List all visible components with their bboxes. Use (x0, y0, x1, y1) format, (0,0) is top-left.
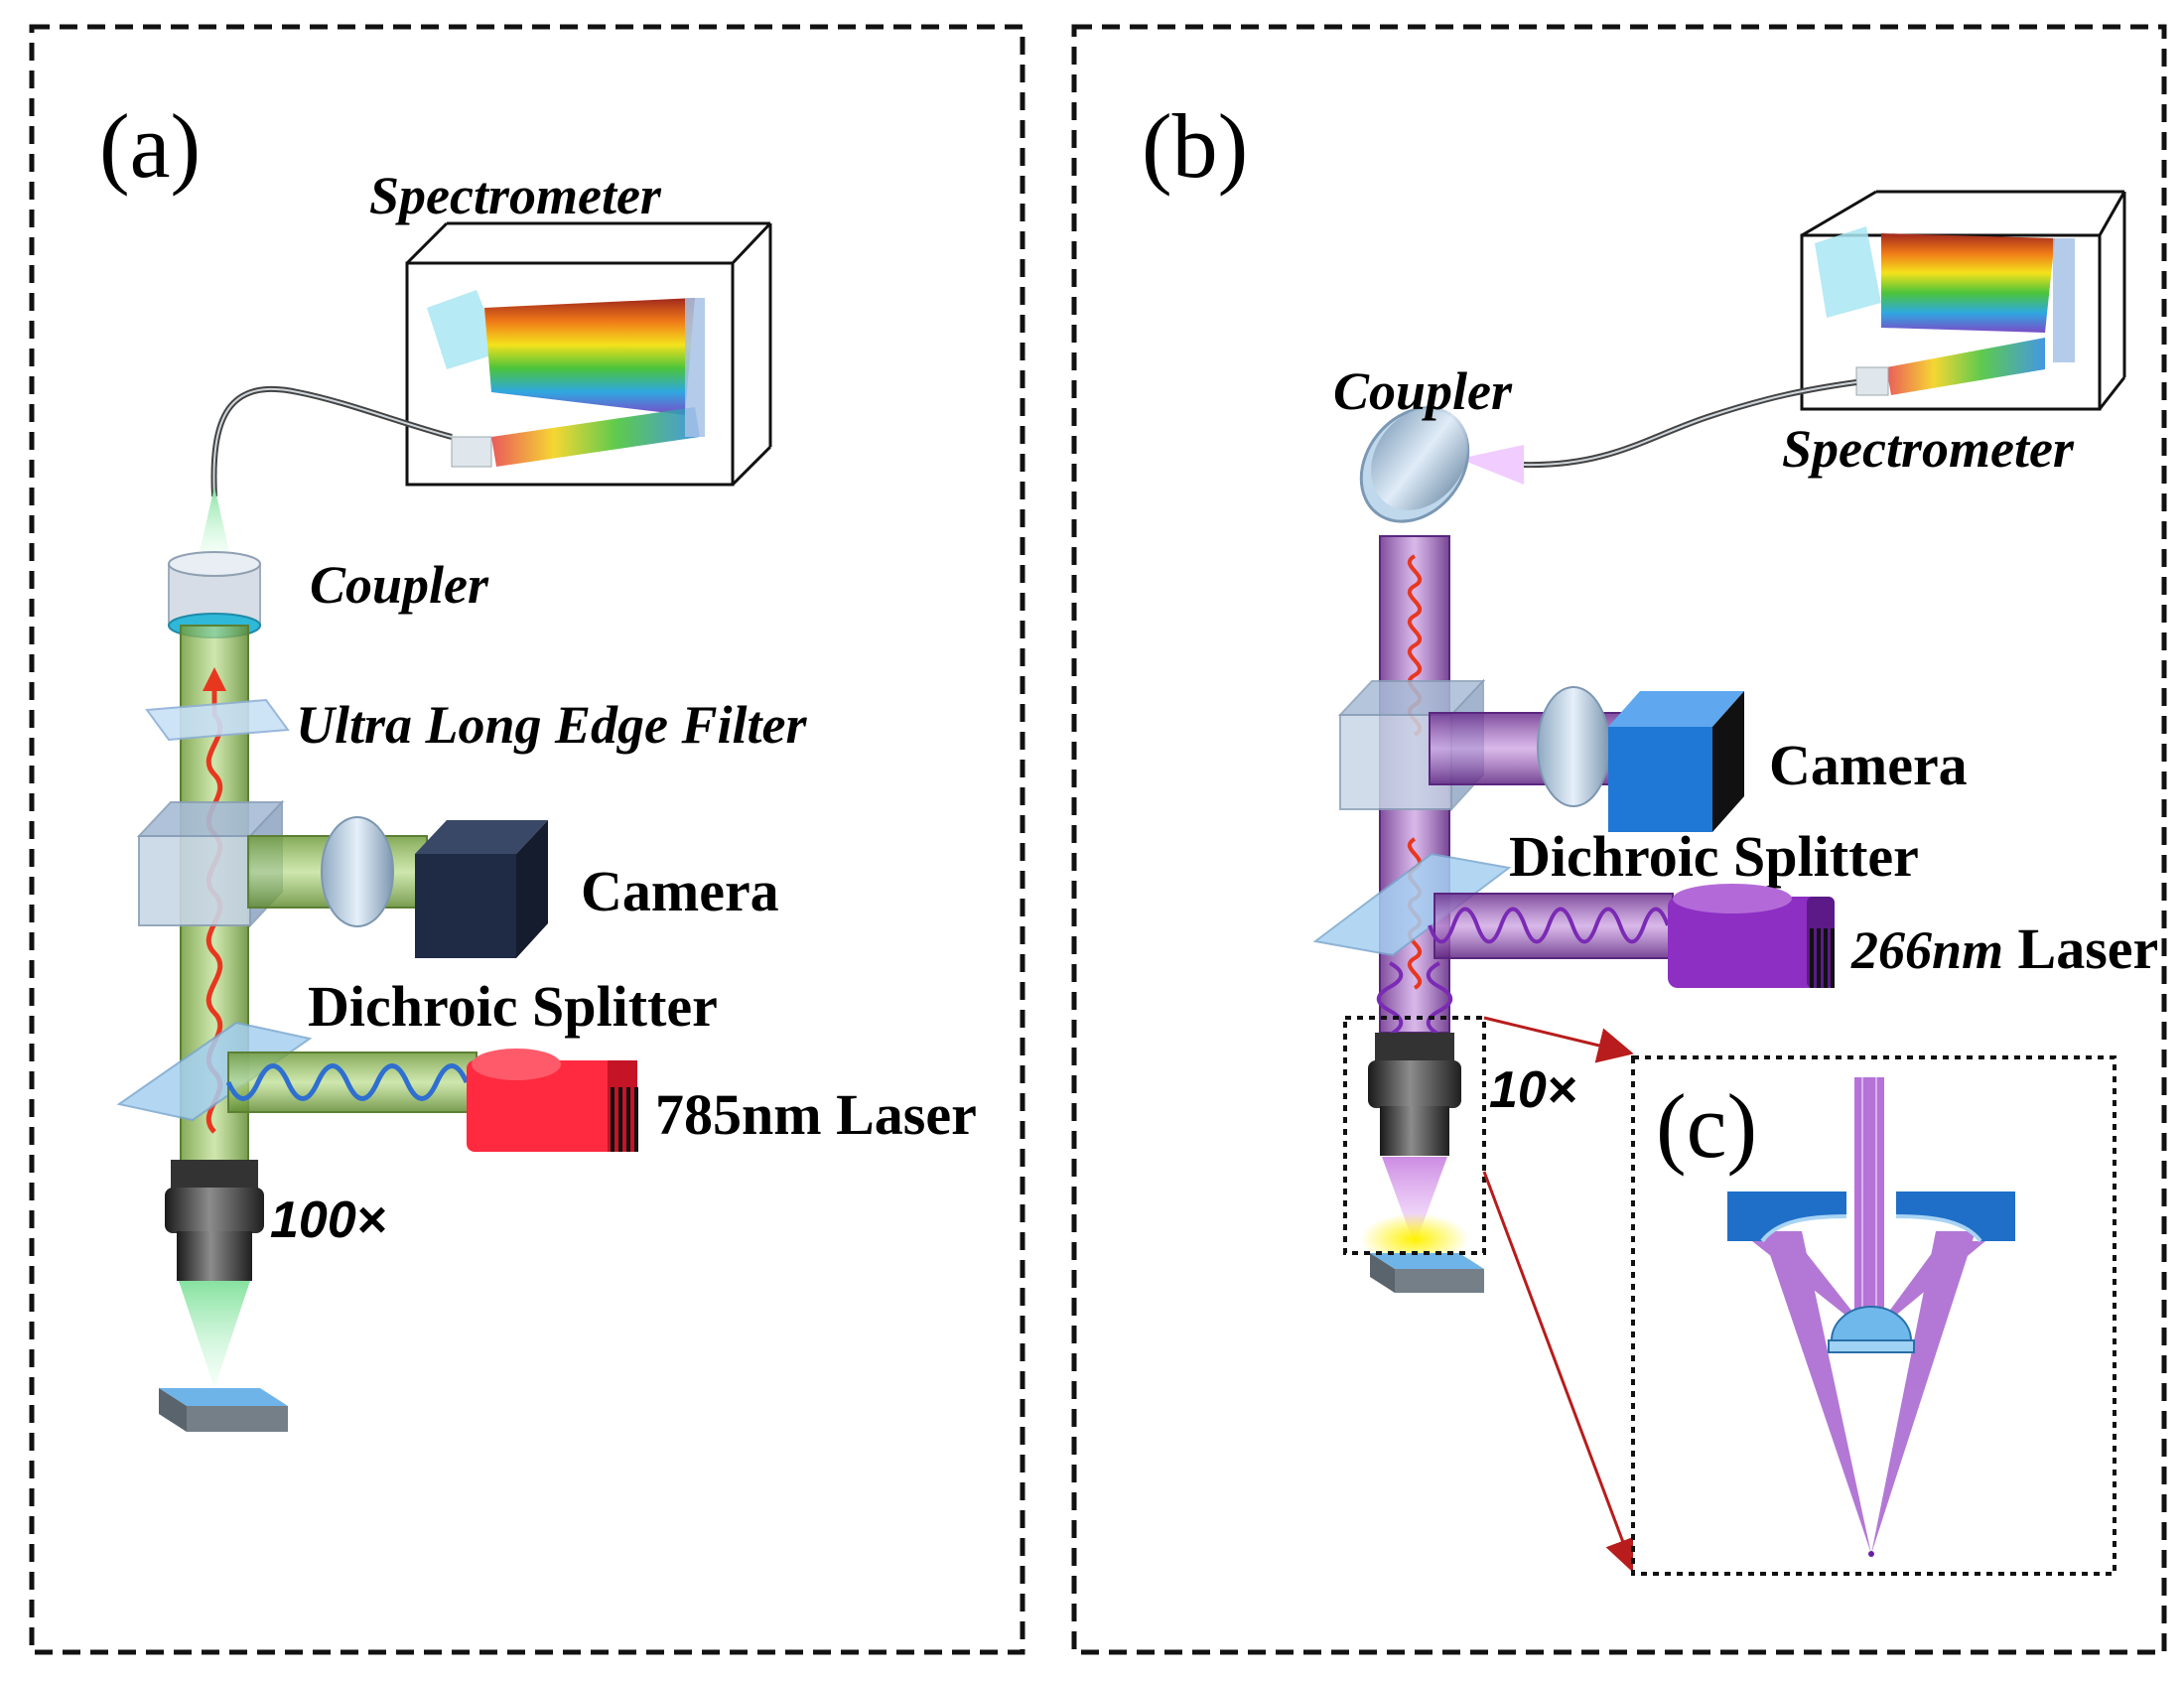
focus-cone-b (1382, 1157, 1447, 1246)
spectrometer-a: Spectrometer (369, 166, 772, 487)
coupler-b: Coupler (1333, 361, 1513, 523)
inset-reflected-rays (1752, 1231, 1985, 1554)
grating-mirror-b (1815, 226, 1881, 318)
spectrum-upper-b (1881, 233, 2055, 333)
coupling-cone-a (199, 487, 230, 556)
edge-filter-a-label: Ultra Long Edge Filter (296, 695, 808, 755)
laser-785-a-label: 785nm Laser (655, 1082, 977, 1147)
laser-785-a (467, 1049, 638, 1152)
zoom-arrow-bottom (1482, 1171, 1640, 1575)
camera-lens-b (1537, 686, 1610, 807)
camera-lens-a (321, 816, 394, 927)
panel-c-inset: (c) (1631, 1055, 2116, 1576)
panel-a-label: (a) (99, 95, 201, 197)
focus-cone-a (179, 1281, 250, 1388)
spectrometer-b-label: Spectrometer (1782, 419, 2075, 479)
objective-a (165, 1160, 264, 1281)
inset-focal-point (1868, 1551, 1874, 1557)
mirror-b (2053, 238, 2075, 362)
coupler-b-label: Coupler (1333, 361, 1513, 421)
edge-filter-a (145, 698, 290, 742)
panel-b: (b) Spectrometer Coupler (1071, 24, 2167, 1655)
objective-b-label: 10× (1489, 1061, 1576, 1119)
spectrometer-b: Spectrometer (1782, 190, 2126, 479)
laser-266-word: Laser (2003, 916, 2158, 981)
spectrum-lower-b (1886, 338, 2045, 395)
coupling-cone-b (1459, 445, 1524, 485)
spectrum-lower-a (491, 407, 700, 467)
grating-mirror-a (427, 290, 501, 369)
mirror-a (685, 298, 705, 437)
panel-b-label: (b) (1142, 95, 1248, 197)
camera-b (1608, 691, 1744, 832)
detector-b (1855, 366, 1889, 396)
panel-b-frame (1071, 24, 2167, 1655)
objective-b (1368, 1033, 1461, 1156)
spectrum-upper-a (484, 298, 695, 415)
zoom-arrow-top (1483, 1016, 1634, 1063)
dichroic-splitter-b (1312, 852, 1512, 957)
dichroic-splitter-b-label: Dichroic Splitter (1509, 824, 1919, 889)
laser-266-wavelength: 266nm (1850, 920, 2003, 980)
inset-curved-mirror (1727, 1191, 2015, 1243)
camera-a-label: Camera (581, 859, 779, 923)
coupler-a-label: Coupler (310, 555, 489, 615)
panel-c-label: (c) (1656, 1075, 1757, 1177)
detector-a (451, 436, 492, 468)
laser-wave-b (1428, 907, 1670, 944)
sample-a (159, 1388, 288, 1432)
dichroic-splitter-a (116, 1021, 313, 1122)
panel-a: (a) Spectrometer Coupler (29, 24, 1025, 1655)
beam-laser-b (1433, 893, 1674, 959)
zoom-selection-box (1343, 1016, 1486, 1255)
laser-wave-a (225, 1063, 470, 1101)
inset-incident-beam (1854, 1077, 1884, 1345)
inset-hemispherical-lens (1828, 1306, 1915, 1353)
laser-266-b (1668, 884, 1835, 988)
camera-b-label: Camera (1769, 733, 1968, 797)
camera-a (415, 820, 548, 958)
sample-glow-b (1360, 1213, 1469, 1265)
dichroic-splitter-a-label: Dichroic Splitter (308, 974, 718, 1039)
laser-266-b-label: 266nm Laser (1850, 916, 2158, 981)
spectrometer-a-label: Spectrometer (369, 166, 662, 225)
sample-b (1370, 1253, 1484, 1293)
objective-a-label: 100× (270, 1191, 386, 1249)
